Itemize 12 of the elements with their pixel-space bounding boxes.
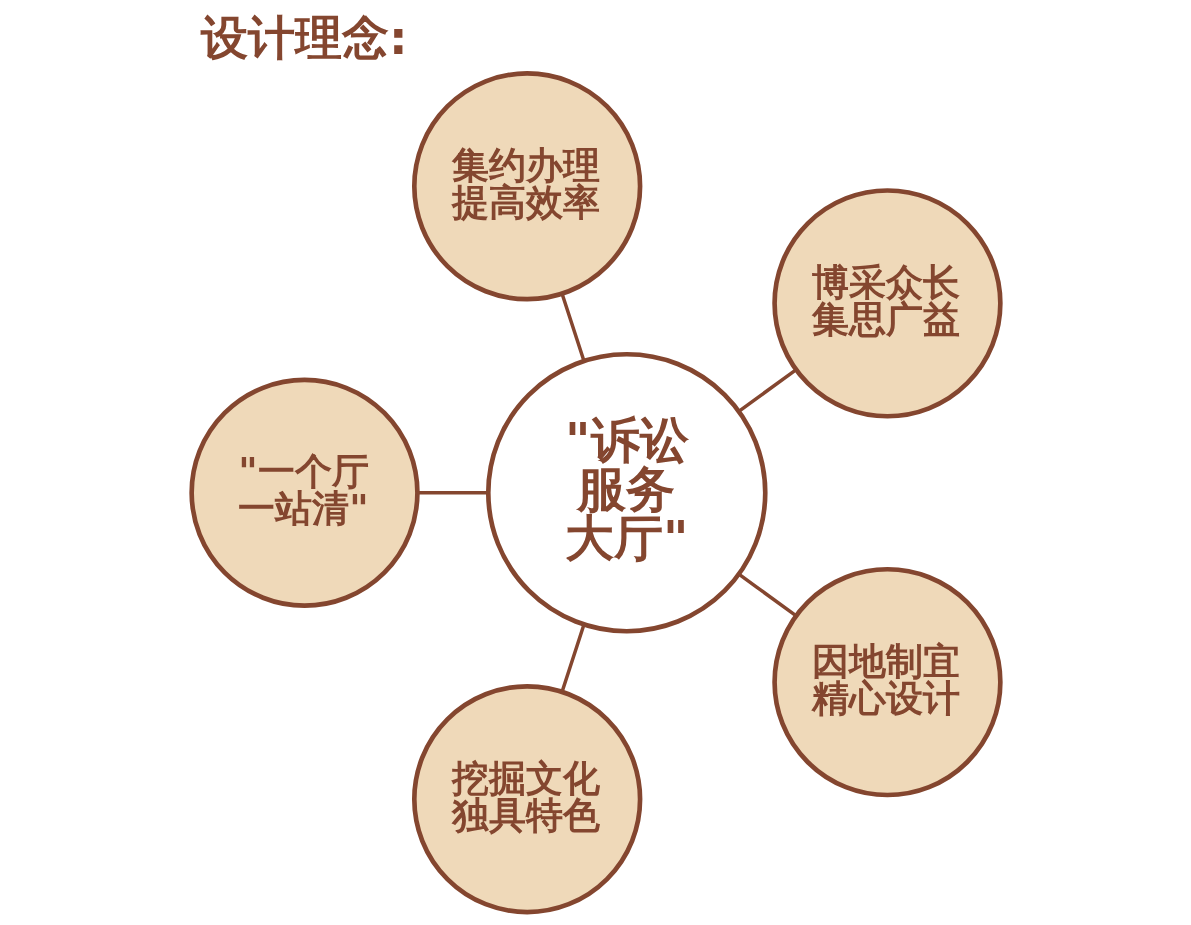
node-circle: 博采众长集思广益 (771, 188, 1003, 419)
node-circle: 集约办理提高效率 (411, 71, 642, 302)
connector (737, 368, 797, 413)
node-circle: 因地制宜精心设计 (771, 566, 1003, 798)
connector (560, 293, 586, 362)
connector (417, 491, 488, 495)
node-circle: "一个厅一站清" (188, 377, 420, 608)
connector (560, 623, 586, 693)
node-circle: "诉讼服务大厅" (485, 351, 768, 634)
node-circle: 挖掘文化独具特色 (411, 684, 642, 915)
diagram-title: 设计理念: (200, 10, 408, 65)
connector (737, 572, 797, 618)
